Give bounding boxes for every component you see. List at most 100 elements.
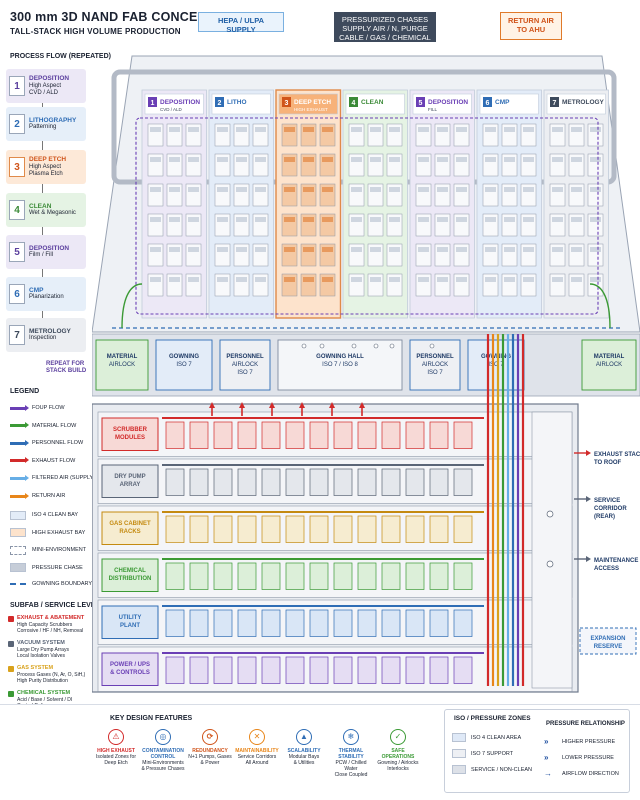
zone-label: ISO 7 SUPPORT bbox=[471, 750, 514, 757]
process-flow-title: PROCESS FLOW (REPEATED) bbox=[10, 53, 111, 60]
subfab-equipment bbox=[165, 562, 185, 590]
subfab-equipment bbox=[429, 515, 449, 543]
diagram-label: PLANT bbox=[120, 623, 140, 629]
system-icon bbox=[8, 666, 14, 672]
tool-panel bbox=[284, 247, 295, 252]
tool-panel bbox=[389, 157, 400, 162]
tool-panel bbox=[217, 157, 228, 162]
pressure-arrow-icon: » bbox=[544, 737, 549, 746]
person-icon bbox=[319, 343, 325, 349]
tool-panel bbox=[571, 157, 582, 162]
diagram-label: MODULES bbox=[115, 435, 145, 441]
feature-desc: Isolated Zones for bbox=[95, 754, 137, 760]
diagram-label: ISO 7 bbox=[488, 362, 504, 368]
room-wall bbox=[277, 339, 403, 391]
tool-panel bbox=[437, 277, 448, 282]
subfab-equipment bbox=[285, 609, 305, 637]
diagram-label: HIGH EXHAUST bbox=[294, 107, 328, 112]
bay-header bbox=[278, 93, 338, 115]
step-desc: Patterning bbox=[29, 124, 57, 131]
legend-label: HIGH EXHAUST BAY bbox=[32, 529, 86, 536]
floor-label-box bbox=[101, 652, 159, 686]
legend-swatch bbox=[10, 545, 26, 555]
tool-panel bbox=[150, 187, 161, 192]
diagram-label: DISTRIBUTION bbox=[109, 576, 152, 582]
zone-swatch bbox=[452, 749, 466, 758]
step-desc: CVD / ALD bbox=[29, 89, 59, 96]
tool-panel bbox=[217, 277, 228, 282]
tool-panel bbox=[389, 187, 400, 192]
pressure-label: AIRFLOW DIRECTION bbox=[562, 770, 619, 777]
diagram-label: POWER / UPS bbox=[110, 662, 150, 668]
feature-desc: Deep Etch bbox=[104, 760, 128, 766]
step-number: 6 bbox=[9, 284, 25, 304]
expansion-box bbox=[579, 627, 637, 655]
diagram-label: GAS CABINET bbox=[109, 521, 151, 527]
person-icon bbox=[546, 510, 554, 518]
tool-panel bbox=[456, 157, 467, 162]
subfab-equipment bbox=[261, 468, 281, 496]
tool-panel bbox=[284, 157, 295, 162]
tool-panel bbox=[370, 127, 381, 132]
subfab-equipment bbox=[381, 468, 401, 496]
tool-panel bbox=[255, 127, 266, 132]
tool-panel bbox=[150, 127, 161, 132]
zone-label: ISO 4 CLEAN AREA bbox=[471, 734, 522, 741]
diagram-label: DEPOSITION bbox=[428, 99, 468, 106]
arrow-head-icon bbox=[25, 474, 29, 481]
return-air-callout: RETURN AIR TO AHU bbox=[500, 12, 562, 40]
subfab-equipment bbox=[261, 562, 281, 590]
step-number: 3 bbox=[9, 157, 25, 177]
tool-panel bbox=[552, 277, 563, 282]
room-wall bbox=[467, 339, 525, 391]
diagram-label: UTILITY bbox=[119, 615, 142, 621]
feature-icon: ❄ bbox=[343, 729, 359, 745]
room-wall bbox=[219, 339, 271, 391]
foup-flow-loop bbox=[135, 117, 599, 315]
tool-panel bbox=[552, 127, 563, 132]
subfab-equipment bbox=[237, 562, 257, 590]
tool-panel bbox=[303, 277, 314, 282]
hepa-supply-callout: HEPA / ULPA SUPPLY bbox=[198, 12, 284, 34]
feature-icon: ◎ bbox=[155, 729, 171, 745]
subfab-equipment bbox=[285, 421, 305, 449]
person-icon bbox=[373, 343, 379, 349]
legend-swatch bbox=[10, 404, 29, 411]
tool-panel bbox=[255, 217, 266, 222]
arrow-head-icon bbox=[25, 439, 29, 446]
diagram-label: 7 bbox=[553, 100, 557, 107]
tool-panel bbox=[418, 187, 429, 192]
tool-panel bbox=[217, 127, 228, 132]
legend-swatch bbox=[10, 422, 29, 429]
exhaust-arrow-head-icon bbox=[209, 402, 215, 408]
exhaust-arrow-head-icon bbox=[299, 402, 305, 408]
pressure-title: PRESSURE RELATIONSHIP bbox=[546, 721, 625, 727]
tool-panel bbox=[552, 157, 563, 162]
diagram-label: ARRAY bbox=[120, 482, 141, 488]
legend-swatch bbox=[10, 563, 26, 573]
tool-panel bbox=[389, 277, 400, 282]
diagram-label: DRY PUMP bbox=[114, 474, 145, 480]
subfab-equipment bbox=[405, 562, 425, 590]
subfab-equipment bbox=[429, 656, 449, 684]
tool-panel bbox=[188, 157, 199, 162]
step-name: DEEP ETCH bbox=[29, 156, 67, 164]
tool-panel bbox=[418, 217, 429, 222]
tool-panel bbox=[370, 187, 381, 192]
feature-name: MAINTAINABILITY bbox=[235, 748, 279, 754]
pressure-arrow-icon: → bbox=[544, 769, 552, 778]
tool-panel bbox=[351, 217, 362, 222]
subfab-equipment bbox=[453, 468, 473, 496]
subfab-equipment bbox=[333, 468, 353, 496]
step-number: 7 bbox=[9, 325, 25, 345]
person-icon bbox=[429, 343, 435, 349]
